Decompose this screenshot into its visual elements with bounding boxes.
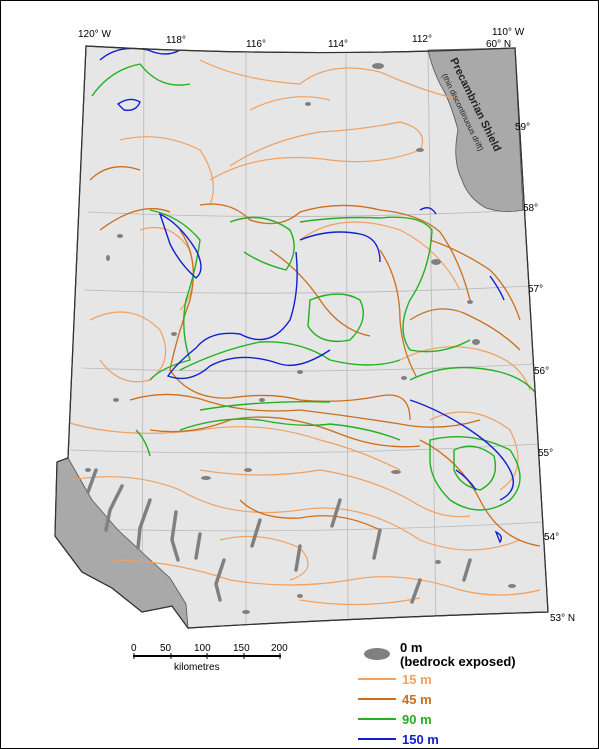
province-outline: [54, 45, 549, 629]
precambrian-shield: [427, 47, 524, 212]
scale-unit: kilometres: [174, 662, 220, 673]
legend-swatch-0m: [364, 648, 390, 660]
legend-label-45m: 45 m: [402, 692, 432, 707]
bedrock-ridges: [86, 468, 472, 604]
scale-tick-0: 0: [131, 643, 137, 654]
legend-label-0m: 0 m: [400, 640, 422, 655]
lon-label-112: 112°: [412, 34, 432, 45]
lon-label-116: 116°: [246, 39, 266, 50]
legend-label-15m: 15 m: [402, 672, 432, 687]
contours-90m: [91, 63, 541, 511]
lon-label-110: 110° W: [492, 27, 525, 38]
lat-label-60: 60° N: [486, 39, 511, 50]
lat-label-56: 56°: [534, 366, 549, 377]
legend-label-90m: 90 m: [402, 712, 432, 727]
scale-tick-50: 50: [160, 643, 172, 654]
lat-label-57: 57°: [528, 284, 543, 295]
legend: 0 m (bedrock exposed) 15 m 45 m 90 m 150…: [358, 640, 516, 747]
contours-150m: [99, 47, 514, 544]
contours-45m: [89, 166, 541, 547]
bedrock-outcrops: [85, 63, 516, 614]
scale-bar: 0 50 100 150 200 kilometres: [131, 643, 288, 673]
lat-label-53: 53° N: [550, 613, 575, 624]
scale-tick-150: 150: [233, 643, 250, 654]
legend-label-150m: 150 m: [402, 732, 439, 747]
lat-label-58: 58°: [523, 203, 538, 214]
lon-label-118: 118°: [166, 35, 186, 46]
graticule: [55, 47, 545, 628]
scale-tick-200: 200: [271, 643, 288, 654]
lat-label-55: 55°: [538, 448, 553, 459]
lon-label-120: 120° W: [78, 29, 111, 40]
legend-sublabel-0m: (bedrock exposed): [400, 654, 516, 669]
lat-label-54: 54°: [544, 532, 559, 543]
scale-tick-100: 100: [194, 643, 211, 654]
lon-label-114: 114°: [328, 39, 348, 50]
lat-label-59: 59°: [515, 122, 530, 133]
